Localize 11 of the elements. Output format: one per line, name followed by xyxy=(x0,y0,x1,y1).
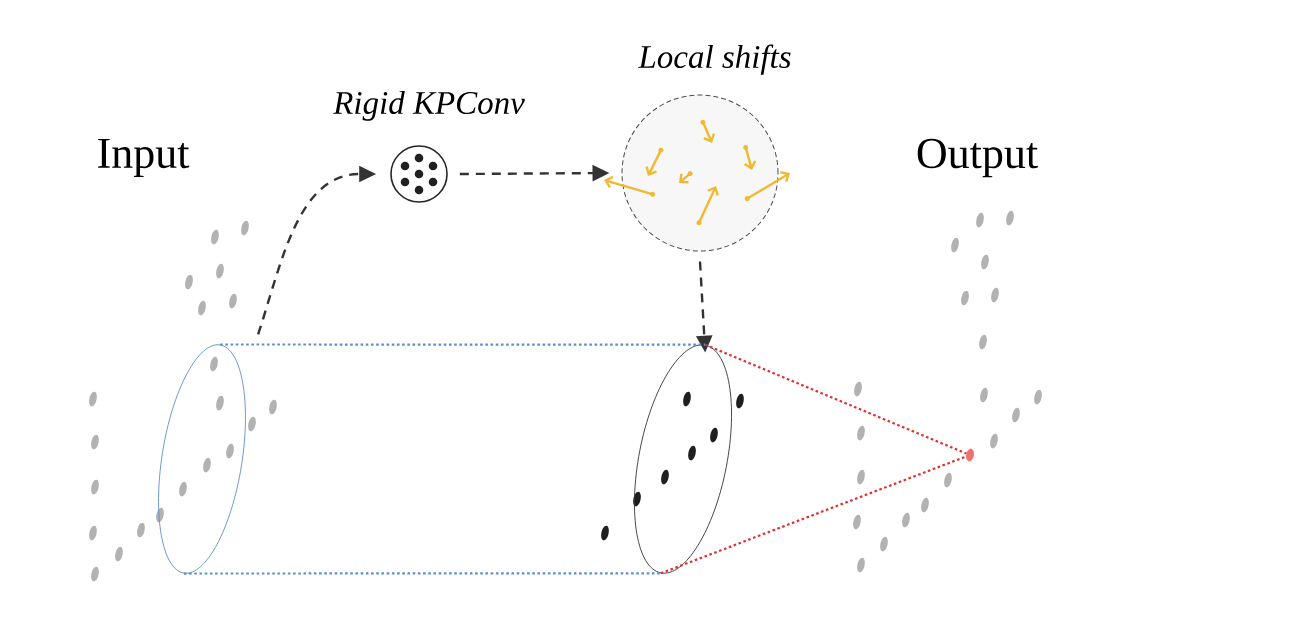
kernel-circle xyxy=(333,90,525,203)
kernel-label: Rigid KPConv xyxy=(333,90,525,121)
shifts-label: Local shifts xyxy=(638,44,791,75)
dotted-line xyxy=(220,343,706,346)
output-label: Output xyxy=(917,138,1038,178)
input-label: Input xyxy=(98,138,190,178)
dashed-circle xyxy=(604,44,791,252)
dotted-line xyxy=(183,572,661,575)
dotted-line xyxy=(704,343,967,455)
end-point xyxy=(965,448,975,462)
dotted-line xyxy=(660,455,967,575)
